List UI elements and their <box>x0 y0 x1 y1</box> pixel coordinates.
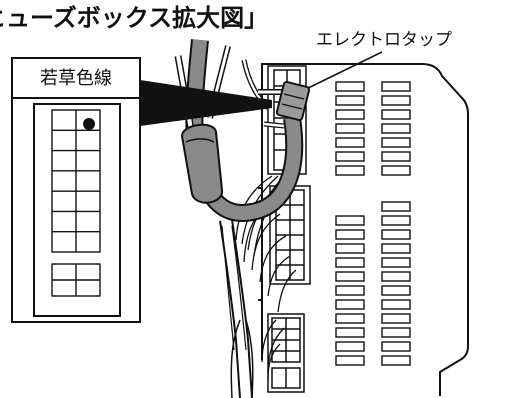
fuse-slot <box>335 81 365 92</box>
electro-tap-label: エレクトロタップ <box>316 30 452 50</box>
fuse-slot <box>381 123 411 134</box>
fuse-slot <box>335 165 365 176</box>
diagram-title: ヒューズボックス拡大図」 <box>0 4 268 32</box>
fuse-slot <box>381 81 411 92</box>
fuse-slot <box>381 95 411 106</box>
fuse-slot <box>381 109 411 120</box>
fuse-slot <box>381 165 411 176</box>
fuse-slot <box>381 313 411 324</box>
electro-tap-leader-line <box>299 51 383 93</box>
electro-tap <box>275 80 311 122</box>
fuse-slot <box>335 271 365 282</box>
fuse-slot <box>335 151 365 162</box>
fuse-slot <box>381 271 411 282</box>
inset-wire-label: 若草色線 <box>40 68 112 89</box>
fuse-slot <box>335 341 365 352</box>
wiring-harness <box>174 39 304 398</box>
fuse-slot <box>335 285 365 296</box>
inset-detail-panel: 若草色線 <box>11 57 141 323</box>
fuse-slot <box>381 229 411 240</box>
fuse-slot <box>381 151 411 162</box>
fuse-slot <box>335 243 365 254</box>
fuse-slot <box>335 95 365 106</box>
fuse-slot <box>381 299 411 310</box>
fuse-slot <box>335 215 365 226</box>
fuse-slot <box>381 243 411 254</box>
fuse-slot <box>381 341 411 352</box>
fuse-slot <box>381 285 411 296</box>
callout-wedge <box>140 80 272 126</box>
fuse-slot <box>381 215 411 226</box>
fuse-slot <box>381 257 411 268</box>
fuse-slot <box>335 229 365 240</box>
fuse-slot <box>381 137 411 148</box>
fuse-slot <box>335 355 365 366</box>
inset-connector-grid <box>51 109 101 297</box>
fuse-slot-grid <box>335 81 411 366</box>
fuse-slot <box>335 137 365 148</box>
fuse-slot <box>381 327 411 338</box>
connector-block-lower <box>267 313 305 393</box>
fuse-slot <box>381 355 411 366</box>
fuse-slot <box>335 257 365 268</box>
fuse-slot <box>335 123 365 134</box>
fuse-slot <box>381 201 411 212</box>
fuse-slot <box>335 109 365 120</box>
fuse-slot <box>335 299 365 310</box>
fuse-slot <box>335 327 365 338</box>
wire-position-marker <box>83 118 95 130</box>
fuse-slot <box>335 313 365 324</box>
